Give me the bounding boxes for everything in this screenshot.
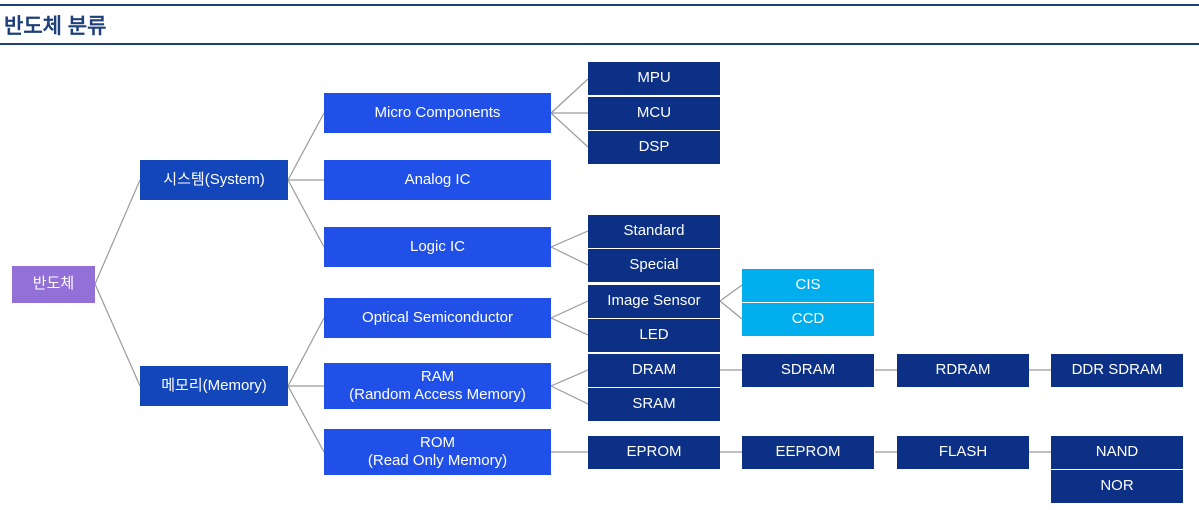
node-memory[interactable]: 메모리(Memory) xyxy=(140,366,288,406)
connector-optical-to-image-sensor xyxy=(550,300,589,319)
connector-root-to-memory xyxy=(94,283,141,387)
header-rule-bottom xyxy=(0,43,1199,45)
node-analog-ic[interactable]: Analog IC xyxy=(324,160,551,200)
connector-ram-to-dram xyxy=(550,369,589,387)
connector-memory-to-optical-semiconductor xyxy=(287,317,325,387)
node-mcu[interactable]: MCU xyxy=(588,97,720,130)
node-led[interactable]: LED xyxy=(588,319,720,352)
connector-micro-components-to-dsp xyxy=(550,112,589,148)
node-standard[interactable]: Standard xyxy=(588,215,720,248)
node-ddr-sdram[interactable]: DDR SDRAM xyxy=(1051,354,1183,387)
node-semiconductor-root[interactable]: 반도체 xyxy=(12,266,95,303)
header-rule-top xyxy=(0,4,1199,6)
node-eeprom[interactable]: EEPROM xyxy=(742,436,874,469)
connector-memory-to-rom xyxy=(287,385,325,453)
node-rom[interactable]: ROM (Read Only Memory) xyxy=(324,429,551,475)
connector-optical-to-led xyxy=(550,317,589,336)
connector-micro-components-to-mpu xyxy=(550,78,589,114)
connector-logic-ic-to-standard xyxy=(550,230,589,248)
node-ram[interactable]: RAM (Random Access Memory) xyxy=(324,363,551,409)
node-dsp[interactable]: DSP xyxy=(588,131,720,164)
connector-logic-ic-to-special xyxy=(550,246,589,266)
node-image-sensor[interactable]: Image Sensor xyxy=(588,285,720,318)
node-eprom[interactable]: EPROM xyxy=(588,436,720,469)
page-title: 반도체 분류 xyxy=(4,15,107,38)
node-flash[interactable]: FLASH xyxy=(897,436,1029,469)
node-nor[interactable]: NOR xyxy=(1051,470,1183,503)
node-system[interactable]: 시스템(System) xyxy=(140,160,288,200)
node-nand[interactable]: NAND xyxy=(1051,436,1183,469)
node-rdram[interactable]: RDRAM xyxy=(897,354,1029,387)
connector-system-to-logic-ic xyxy=(287,179,325,248)
node-cis[interactable]: CIS xyxy=(742,269,874,302)
node-mpu[interactable]: MPU xyxy=(588,62,720,95)
connector-image-sensor-to-cis xyxy=(719,284,743,302)
connector-ram-to-sram xyxy=(550,385,589,405)
node-sdram[interactable]: SDRAM xyxy=(742,354,874,387)
node-optical-semiconductor[interactable]: Optical Semiconductor xyxy=(324,298,551,338)
node-logic-ic[interactable]: Logic IC xyxy=(324,227,551,267)
node-special[interactable]: Special xyxy=(588,249,720,282)
connector-image-sensor-to-ccd xyxy=(719,300,743,320)
connector-root-to-system xyxy=(94,179,141,285)
node-sram[interactable]: SRAM xyxy=(588,388,720,421)
node-micro-components[interactable]: Micro Components xyxy=(324,93,551,133)
connector-system-to-micro-components xyxy=(287,112,325,181)
node-dram[interactable]: DRAM xyxy=(588,354,720,387)
node-ccd[interactable]: CCD xyxy=(742,303,874,336)
